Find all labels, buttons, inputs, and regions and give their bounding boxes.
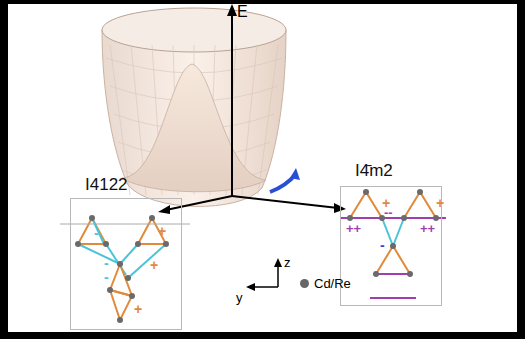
sign: ++ bbox=[346, 222, 361, 235]
sign: + bbox=[436, 196, 444, 210]
legend-text: Cd/Re bbox=[314, 276, 351, 291]
sign: - bbox=[104, 256, 109, 270]
structure-box: I4̄m2 bbox=[340, 186, 442, 306]
sign: -- bbox=[384, 206, 393, 219]
axis-label: y bbox=[236, 291, 243, 304]
sign: + bbox=[134, 302, 142, 316]
structure-box: I4122 bbox=[70, 198, 182, 330]
axis-label: z bbox=[284, 256, 291, 269]
space-group-label: I4̄m2 bbox=[355, 161, 393, 181]
space-group-label: I4122 bbox=[85, 175, 128, 195]
sign: + bbox=[150, 258, 158, 272]
sign: - bbox=[94, 226, 99, 240]
atom-swatch bbox=[300, 279, 309, 288]
sign: - bbox=[104, 270, 109, 284]
axis-label: E bbox=[237, 4, 248, 20]
sign: ++ bbox=[420, 222, 435, 235]
sign: - bbox=[380, 238, 385, 252]
sign: + bbox=[158, 224, 166, 238]
